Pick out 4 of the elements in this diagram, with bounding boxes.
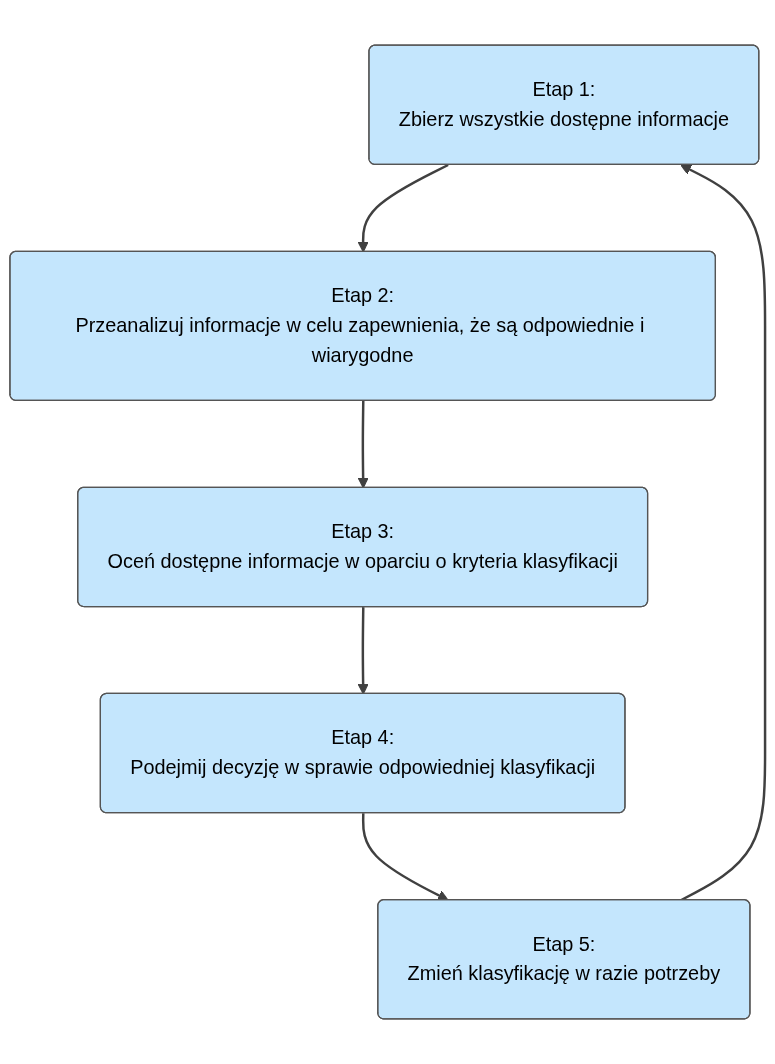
arrow [357,163,449,253]
arrow [357,607,369,695]
arrow [361,813,449,901]
arrow [357,400,369,489]
